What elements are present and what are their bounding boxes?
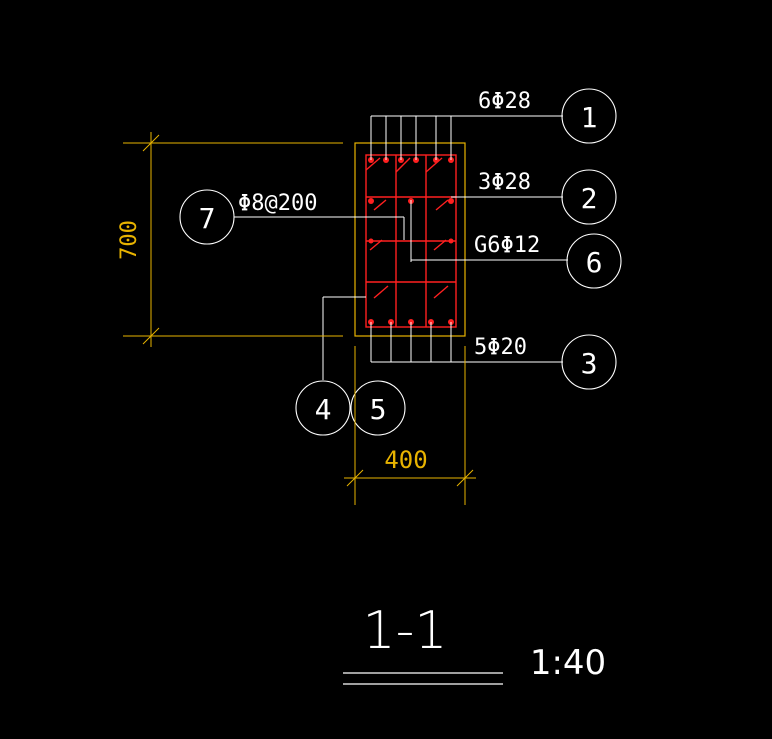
hook-top-left [365,157,381,171]
hook-lower-left [373,285,389,299]
hook-mid-right [433,239,447,251]
bar-second-1 [368,198,374,204]
rebar-cage [365,154,457,328]
bubble-4-number: 4 [315,393,332,426]
hook-top-mid [395,157,411,173]
bubble-7-number: 7 [199,202,216,235]
dimension-height-value: 700 [117,220,142,260]
label-second-layer: 3Φ28 [478,170,531,195]
bubble-2-number: 2 [581,182,598,215]
bar-second-3 [448,198,454,204]
beam-outline [354,142,466,337]
bar-side-right [448,238,454,244]
label-top-bars: 6Φ28 [478,89,531,114]
section-title: 1-1 [363,601,448,661]
label-side-bars: G6Φ12 [474,233,540,258]
dimension-height [123,132,343,347]
bubble-2 [561,169,617,225]
hook-second-right [435,199,449,211]
bubble-3-number: 3 [581,347,598,380]
title-underline [343,672,503,685]
label-bottom-bars: 5Φ20 [474,335,527,360]
bubble-7 [179,189,235,245]
dimension-width-value: 400 [384,446,427,474]
bubble-5-number: 5 [370,393,387,426]
beam-section-rectangle [354,142,466,337]
bubble-6 [566,233,622,289]
callout-bubbles [179,88,622,436]
bubble-6-number: 6 [586,246,603,279]
hook-lower-right [433,285,449,299]
hook-top-right [425,157,443,173]
hook-second-left [373,199,387,211]
bubble-numbers: 1 2 3 4 5 6 7 [199,101,603,426]
dimension-width [344,346,476,505]
leader-lines [234,115,568,380]
rebar-labels: 6Φ28 3Φ28 G6Φ12 5Φ20 Φ8@200 [238,89,540,360]
label-stirrups: Φ8@200 [238,191,317,216]
bubble-5 [350,380,406,436]
bar-side-left [368,238,374,244]
bubble-1-number: 1 [581,101,598,134]
bubble-4 [295,380,351,436]
section-scale: 1:40 [530,643,606,683]
bubble-1 [561,88,617,144]
bubble-3 [561,334,617,390]
hook-mid-left [369,239,383,251]
